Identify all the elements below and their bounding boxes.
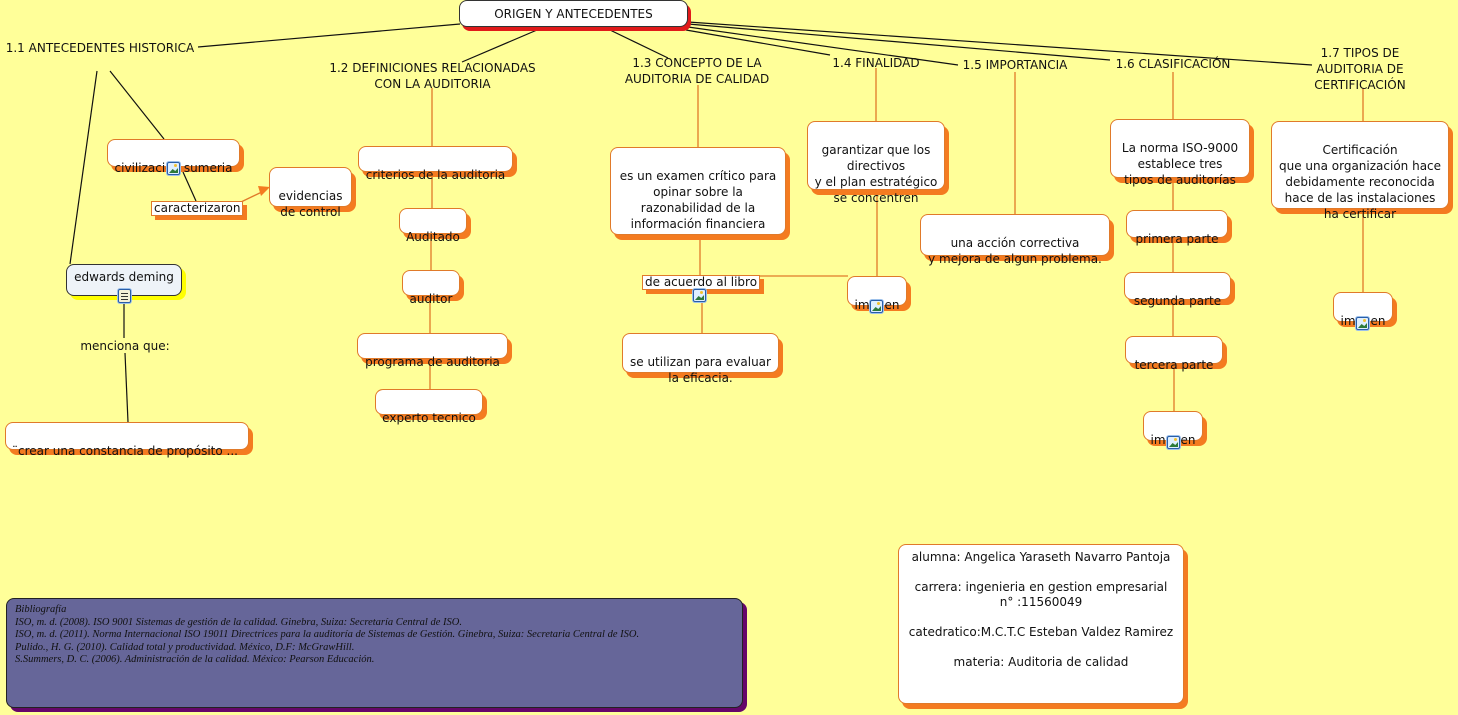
student-info-box[interactable]: alumna: Angelica Yaraseth Navarro Pantoj… — [898, 544, 1184, 704]
node-certificacion[interactable]: Certificación que una organización hace … — [1271, 121, 1449, 221]
node-text: edwards deming — [74, 270, 174, 284]
node-text: segunda parte — [1133, 294, 1222, 308]
spacer — [899, 610, 1183, 625]
node-text: Auditado — [406, 230, 460, 244]
node-text: es un examen crítico para opinar sobre l… — [619, 169, 777, 231]
node-civilizacion-sumeria[interactable]: civilizacion sumeria — [107, 139, 240, 175]
node-garantizar[interactable]: garantizar que los directivos y el plan … — [807, 121, 945, 205]
student-number: n° :11560049 — [999, 595, 1083, 609]
topic-tipos-certificacion[interactable]: 1.7 TIPOS DE AUDITORIA DE CERTIFICACIÓN — [1314, 46, 1406, 92]
node-text: civilizacion sumeria — [114, 161, 233, 175]
node-experto[interactable]: experto tecnico — [375, 389, 483, 425]
node-imagen-certificacion[interactable]: imagen — [1333, 292, 1393, 328]
node-text: garantizar que los directivos y el plan … — [814, 143, 938, 205]
node-text: primera parte — [1135, 232, 1219, 246]
node-text: tercera parte — [1134, 358, 1214, 372]
node-auditado[interactable]: Auditado — [399, 208, 467, 244]
document-icon[interactable] — [118, 289, 131, 303]
bibliography-entry: Pulido., H. G. (2010). Calidad total y p… — [15, 641, 355, 653]
link-t11-deming — [69, 70, 98, 265]
node-evidencias-control[interactable]: evidencias de control — [269, 167, 352, 219]
link-root-t11 — [197, 23, 461, 48]
node-se-utilizan[interactable]: se utilizan para evaluar la eficacia. — [622, 333, 779, 385]
topic-antecedentes-historica[interactable]: 1.1 ANTECEDENTES HISTORICA — [5, 41, 195, 55]
node-text: auditor — [409, 292, 453, 306]
node-text: se utilizan para evaluar la eficacia. — [630, 355, 771, 385]
link-root-t14 — [685, 29, 831, 56]
topic-concepto[interactable]: 1.3 CONCEPTO DE LA AUDITORIA DE CALIDAD — [624, 56, 770, 86]
topic-finalidad[interactable]: 1.4 FINALIDAD — [832, 56, 920, 70]
node-tercera-parte[interactable]: tercera parte — [1125, 336, 1223, 372]
topic-clasificacion[interactable]: 1.6 CLASIFICACIÓN — [1115, 57, 1231, 71]
link-phrase-libro[interactable]: de acuerdo al libro — [642, 275, 761, 290]
link-t11-civilizacion — [109, 70, 165, 140]
link-phrase-menciona[interactable]: menciona que: — [80, 339, 170, 353]
node-segunda-parte[interactable]: segunda parte — [1124, 272, 1231, 308]
topic-importancia[interactable]: 1.5 IMPORTANCIA — [962, 58, 1068, 72]
bibliography-entry: ISO, m. d. (2008). ISO 9001 Sistemas de … — [15, 616, 462, 628]
node-criterios[interactable]: criterios de la auditoria — [358, 146, 513, 182]
link-root-t12 — [461, 29, 538, 63]
node-cita-deming[interactable]: ¨crear una constancia de propósito ... — [5, 422, 249, 458]
topic-definiciones[interactable]: 1.2 DEFINICIONES RELACIONADAS CON LA AUD… — [329, 61, 536, 91]
node-text: programa de auditoria — [365, 355, 500, 369]
node-imagen-finalidad[interactable]: imagen — [847, 276, 907, 312]
link-menciona-cita — [124, 352, 129, 423]
node-text: experto tecnico — [382, 411, 476, 425]
root-concept[interactable]: ORIGEN Y ANTECEDENTES — [459, 0, 688, 27]
image-icon[interactable] — [1167, 436, 1180, 449]
node-text: criterios de la auditoria — [365, 168, 506, 182]
node-examen-critico[interactable]: es un examen crítico para opinar sobre l… — [610, 147, 786, 235]
node-text: Certificación que una organización hace … — [1278, 143, 1442, 221]
bibliography-box[interactable]: Bibliografía ISO, m. d. (2008). ISO 9001… — [6, 598, 743, 708]
bibliography-title: Bibliografía — [15, 604, 67, 615]
link-root-t13 — [609, 29, 669, 59]
node-auditor[interactable]: auditor — [402, 270, 460, 306]
bibliography-entry: S.Summers, D. C. (2006). Administración … — [15, 654, 375, 665]
bibliography-entry: ISO, m. d. (2011). Norma Internacional I… — [15, 629, 640, 640]
subject: materia: Auditoria de calidad — [953, 655, 1129, 669]
student-name: alumna: Angelica Yaraseth Navarro Pantoj… — [911, 550, 1171, 564]
spacer — [899, 565, 1183, 580]
node-text: una acción correctiva y mejora de algun … — [928, 236, 1102, 266]
image-icon[interactable] — [870, 300, 883, 313]
node-norma-iso[interactable]: La norma ISO-9000 establece tres tipos d… — [1110, 119, 1250, 187]
student-career: carrera: ingenieria en gestion empresari… — [914, 580, 1168, 594]
image-icon[interactable] — [693, 289, 706, 302]
professor: catedratico:M.C.T.C Esteban Valdez Ramir… — [908, 625, 1174, 639]
link-phrase-caracterizaron[interactable]: caracterizaron — [151, 201, 244, 216]
image-icon[interactable] — [167, 162, 180, 175]
node-text: ¨crear una constancia de propósito ... — [12, 444, 238, 458]
node-text: evidencias de control — [278, 189, 343, 219]
node-primera-parte[interactable]: primera parte — [1126, 210, 1228, 246]
node-accion-correctiva[interactable]: una acción correctiva y mejora de algun … — [920, 214, 1110, 266]
link-civ-caract — [182, 171, 197, 202]
spacer — [899, 640, 1183, 655]
node-text: La norma ISO-9000 establece tres tipos d… — [1121, 141, 1239, 187]
node-programa[interactable]: programa de auditoria — [357, 333, 508, 369]
image-icon[interactable] — [1356, 317, 1369, 330]
